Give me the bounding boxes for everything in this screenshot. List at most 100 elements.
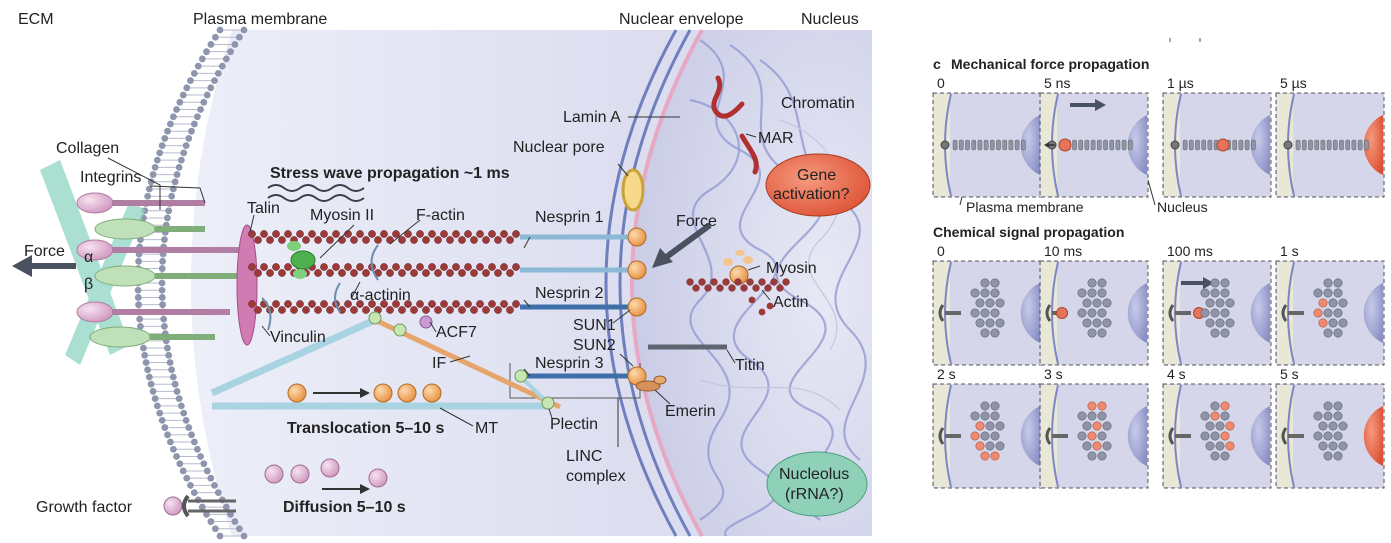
label-mt: MT <box>475 420 498 437</box>
membrane-bead <box>240 26 248 34</box>
actin-bead <box>296 230 304 238</box>
membrane-bead <box>231 41 239 48</box>
emerin <box>635 375 667 392</box>
membrane-bead <box>203 510 210 518</box>
time-label: 2 s <box>937 366 956 382</box>
actin-bead <box>476 300 484 308</box>
membrane-bead <box>180 409 188 417</box>
membrane-bead <box>164 214 171 222</box>
actin-bead <box>344 300 352 308</box>
actin-bead <box>392 300 400 308</box>
membrane-bead <box>168 192 176 200</box>
actin-bead <box>284 263 292 271</box>
label-force-left: Force <box>24 243 65 260</box>
membrane-bead <box>222 55 230 63</box>
actin-bead <box>320 263 328 271</box>
label-titin: Titin <box>735 357 765 374</box>
actin-bead <box>374 236 382 244</box>
membrane-bead <box>168 366 176 374</box>
membrane-bead <box>183 84 191 92</box>
membrane-bead <box>160 315 168 323</box>
actin-bead <box>452 230 460 238</box>
membrane-bead <box>158 294 166 301</box>
actin-bead <box>260 230 268 238</box>
actin-bead <box>470 306 478 314</box>
actin-bead <box>434 236 442 244</box>
membrane-bead <box>173 171 181 178</box>
actin-bead <box>500 300 508 308</box>
membrane-bead <box>137 322 144 330</box>
plectin-nodes <box>368 311 555 410</box>
actin-bead <box>266 236 274 244</box>
membrane-bead <box>158 142 166 150</box>
time-label: 3 s <box>1044 366 1063 382</box>
intermediate-filament <box>373 317 562 410</box>
sun-nodes <box>627 227 647 386</box>
membrane-bead <box>142 359 150 366</box>
membrane-bead <box>185 424 193 431</box>
nuclear-actin-bead <box>746 278 754 286</box>
talin <box>236 224 258 346</box>
actin-bead <box>440 300 448 308</box>
membrane-bead <box>159 301 167 309</box>
actin-bead <box>350 236 358 244</box>
membrane-bead <box>161 322 168 330</box>
label-if: IF <box>432 355 446 372</box>
membrane-bead <box>140 344 147 352</box>
mech-tile: 0 <box>932 75 1042 198</box>
label-talin: Talin <box>247 200 280 217</box>
time-label: 100 ms <box>1167 243 1213 259</box>
actin-bead <box>248 300 256 308</box>
nuclear-actin-bead <box>698 278 706 286</box>
label-integrins: Integrins <box>80 169 141 186</box>
label-linc-1: LINC <box>566 448 602 465</box>
membrane-bead <box>182 416 190 424</box>
actin-bead <box>506 269 514 277</box>
actin-bead <box>338 269 346 277</box>
actin-bead <box>482 236 490 244</box>
membrane-bead <box>141 351 149 359</box>
actin-bead <box>320 230 328 238</box>
chem-tile: 10 ms <box>1039 243 1149 366</box>
panel-letter: c <box>933 56 941 72</box>
membrane-bead <box>166 120 174 128</box>
actin-bead <box>500 263 508 271</box>
time-label: 1 s <box>1280 243 1299 259</box>
actin-bead <box>440 230 448 238</box>
nuclear-actin-bead <box>686 278 694 286</box>
actin-bead <box>446 306 454 314</box>
membrane-bead <box>227 48 234 56</box>
label-nucleolus-2: (rRNA?) <box>785 486 844 503</box>
membrane-bead <box>235 33 243 41</box>
membrane-bead <box>198 503 206 511</box>
label-force-nuclear: Force <box>676 213 717 230</box>
actin-bead <box>308 300 316 308</box>
chromatin-background <box>699 119 842 411</box>
membrane-bead <box>240 532 248 540</box>
membrane-bead <box>147 178 155 186</box>
actin-bead <box>422 236 430 244</box>
label-alpha: α <box>84 249 93 266</box>
membrane-bead <box>218 62 226 70</box>
actin-bead <box>356 230 364 238</box>
chem-tile: 1 s <box>1275 243 1385 366</box>
integrin-pair-2 <box>76 239 240 287</box>
membrane-bead <box>156 149 164 157</box>
nuclear-pore <box>621 168 645 212</box>
label-nuclear-pore: Nuclear pore <box>513 139 605 156</box>
time-label: 4 s <box>1167 366 1186 382</box>
actin-bead <box>272 263 280 271</box>
actin-fragment <box>758 308 766 316</box>
membrane-bead <box>190 489 198 497</box>
cytoskeleton-tubes <box>210 316 562 410</box>
actin-bead <box>512 263 520 271</box>
nuclear-actin-bead <box>752 284 760 292</box>
actin-bead <box>428 300 436 308</box>
label-nuclear-envelope: Nuclear envelope <box>619 11 744 28</box>
membrane-bead <box>203 48 210 56</box>
label-emerin: Emerin <box>665 403 716 420</box>
actin-bead <box>284 300 292 308</box>
membrane-bead <box>177 402 185 410</box>
label-vinculin: Vinculin <box>270 329 326 346</box>
nesprins <box>520 234 637 379</box>
